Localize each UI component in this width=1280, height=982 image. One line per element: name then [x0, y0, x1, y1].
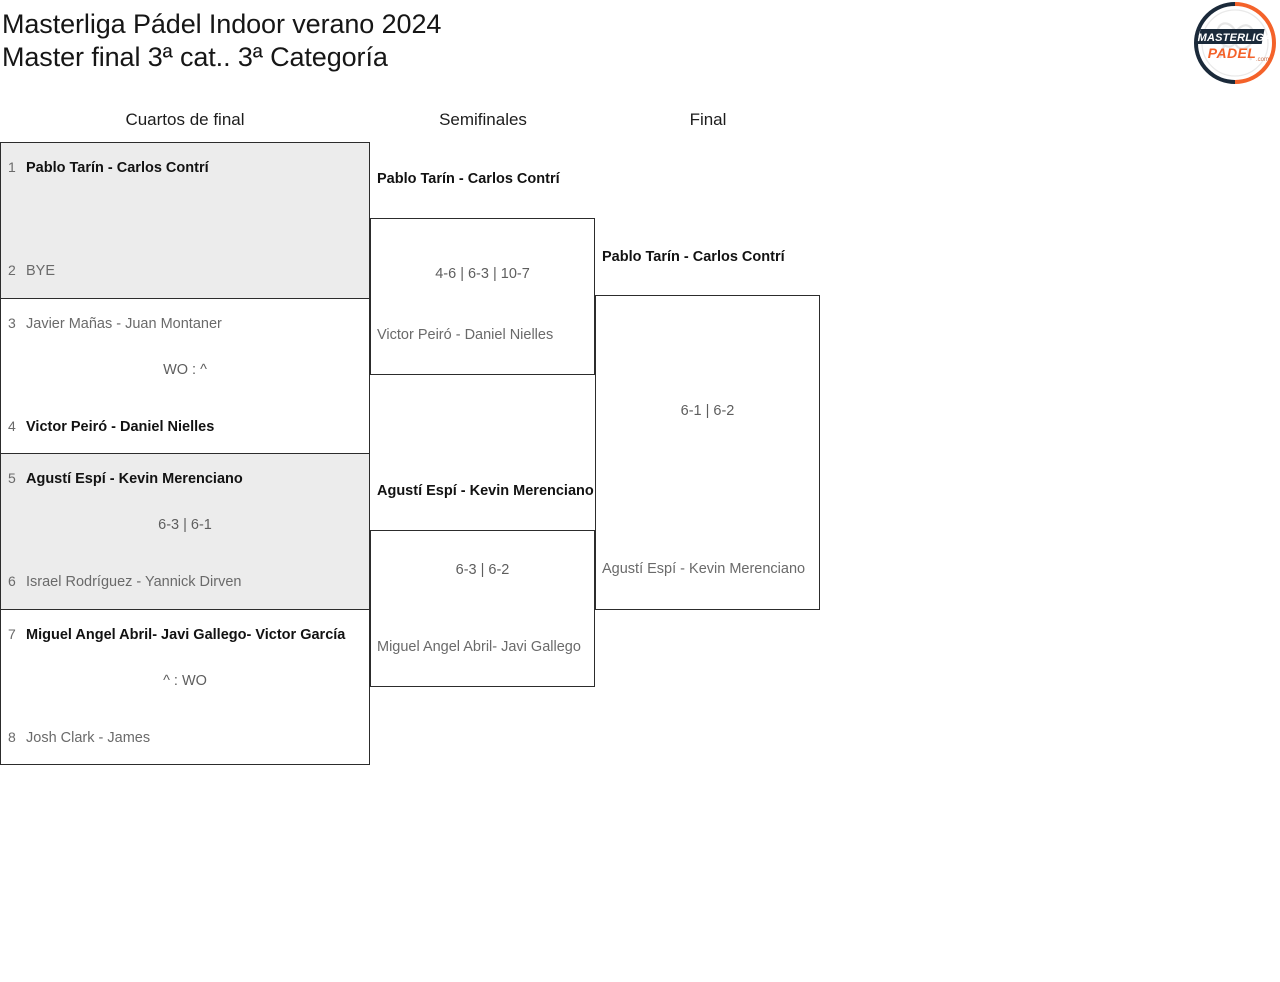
final-player-bottom[interactable]: Agustí Espí - Kevin Merenciano [602, 561, 806, 577]
final-player-top[interactable]: Pablo Tarín - Carlos Contrí [602, 249, 785, 265]
match-score: 6-3 | 6-1 [158, 517, 212, 533]
match-row[interactable]: 1 Pablo Tarín - Carlos Contrí 2 BYE [1, 143, 369, 299]
semifinal-2-player-top[interactable]: Agustí Espí - Kevin Merenciano [377, 483, 594, 499]
svg-text:MASTERLIGA: MASTERLIGA [1198, 32, 1273, 44]
match-row[interactable]: 7 Miguel Angel Abril- Javi Gallego- Victo… [1, 610, 369, 766]
match-score: 6-1 | 6-2 [680, 403, 735, 419]
match-slot-bottom[interactable]: 4 Victor Peiró - Daniel Nielles [1, 413, 369, 439]
svg-text:PADEL: PADEL [1208, 45, 1256, 61]
page-header: Masterliga Pádel Indoor verano 2024 Mast… [0, 0, 1280, 96]
tournament-category: Master final 3ª cat.. 3ª Categoría [2, 42, 388, 72]
match-slot-top[interactable]: 7 Miguel Angel Abril- Javi Gallego- Victo… [1, 621, 369, 647]
match-slot-top[interactable]: 5 Agustí Espí - Kevin Merenciano [1, 465, 369, 491]
match-slot-bottom[interactable]: 8 Josh Clark - James [1, 724, 369, 750]
match-row[interactable]: 5 Agustí Espí - Kevin Merenciano 6-3 | 6-… [1, 454, 369, 610]
match-row[interactable]: 3 Javier Mañas - Juan Montaner WO : ^ 4 Vi… [1, 299, 369, 454]
match-slot-top[interactable]: 3 Javier Mañas - Juan Montaner [1, 310, 369, 336]
match-score: ^ : WO [163, 672, 207, 689]
player-name: BYE [26, 263, 56, 279]
match-slot-top[interactable]: 1 Pablo Tarín - Carlos Contrí [1, 154, 369, 180]
match-slot-bottom[interactable]: 2 BYE [1, 257, 369, 283]
player-name: Miguel Angel Abril- Javi Gallego- Victor… [26, 626, 346, 643]
match-box-semifinal-1[interactable]: 4-6 | 6-3 | 10-7 [370, 218, 595, 375]
tournament-name: Masterliga Pádel Indoor verano 2024 [2, 9, 442, 39]
seed-number: 7 [8, 625, 16, 642]
semifinal-2-player-bottom[interactable]: Miguel Angel Abril- Javi Gallego [377, 639, 581, 655]
player-name: Agustí Espí - Kevin Merenciano [26, 471, 243, 487]
quarterfinals-column: 1 Pablo Tarín - Carlos Contrí 2 BYE 3 Javie… [0, 142, 370, 765]
match-score: 6-3 | 6-2 [455, 562, 510, 578]
seed-number: 1 [8, 159, 16, 175]
match-score: 4-6 | 6-3 | 10-7 [435, 266, 530, 282]
seed-number: 5 [8, 470, 16, 486]
seed-number: 3 [8, 314, 16, 331]
player-name: Israel Rodríguez - Yannick Dirven [26, 574, 242, 590]
semifinal-1-player-bottom[interactable]: Victor Peiró - Daniel Nielles [377, 327, 554, 343]
round-header-semifinales: Semifinales [439, 110, 527, 129]
player-name: Josh Clark - James [26, 729, 151, 746]
player-name: Javier Mañas - Juan Montaner [26, 315, 222, 332]
match-slot-bottom[interactable]: 6 Israel Rodríguez - Yannick Dirven [1, 568, 369, 594]
seed-number: 4 [8, 417, 16, 434]
match-box-final[interactable]: 6-1 | 6-2 [595, 295, 820, 610]
seed-number: 8 [8, 728, 16, 745]
player-name: Pablo Tarín - Carlos Contrí [26, 160, 209, 176]
semifinal-1-player-top[interactable]: Pablo Tarín - Carlos Contrí [377, 171, 560, 187]
masterliga-padel-logo: MASTERLIGA PADEL .com [1193, 1, 1277, 85]
seed-number: 2 [8, 262, 16, 278]
player-name: Victor Peiró - Daniel Nielles [26, 418, 215, 435]
seed-number: 6 [8, 573, 16, 589]
svg-text:.com: .com [1256, 57, 1269, 63]
match-box-semifinal-2[interactable]: 6-3 | 6-2 [370, 530, 595, 687]
match-score: WO : ^ [163, 361, 207, 378]
round-header-cuartos: Cuartos de final [125, 110, 245, 129]
page-title: Masterliga Pádel Indoor verano 2024 Mast… [2, 8, 441, 74]
round-header-final: Final [689, 110, 727, 129]
